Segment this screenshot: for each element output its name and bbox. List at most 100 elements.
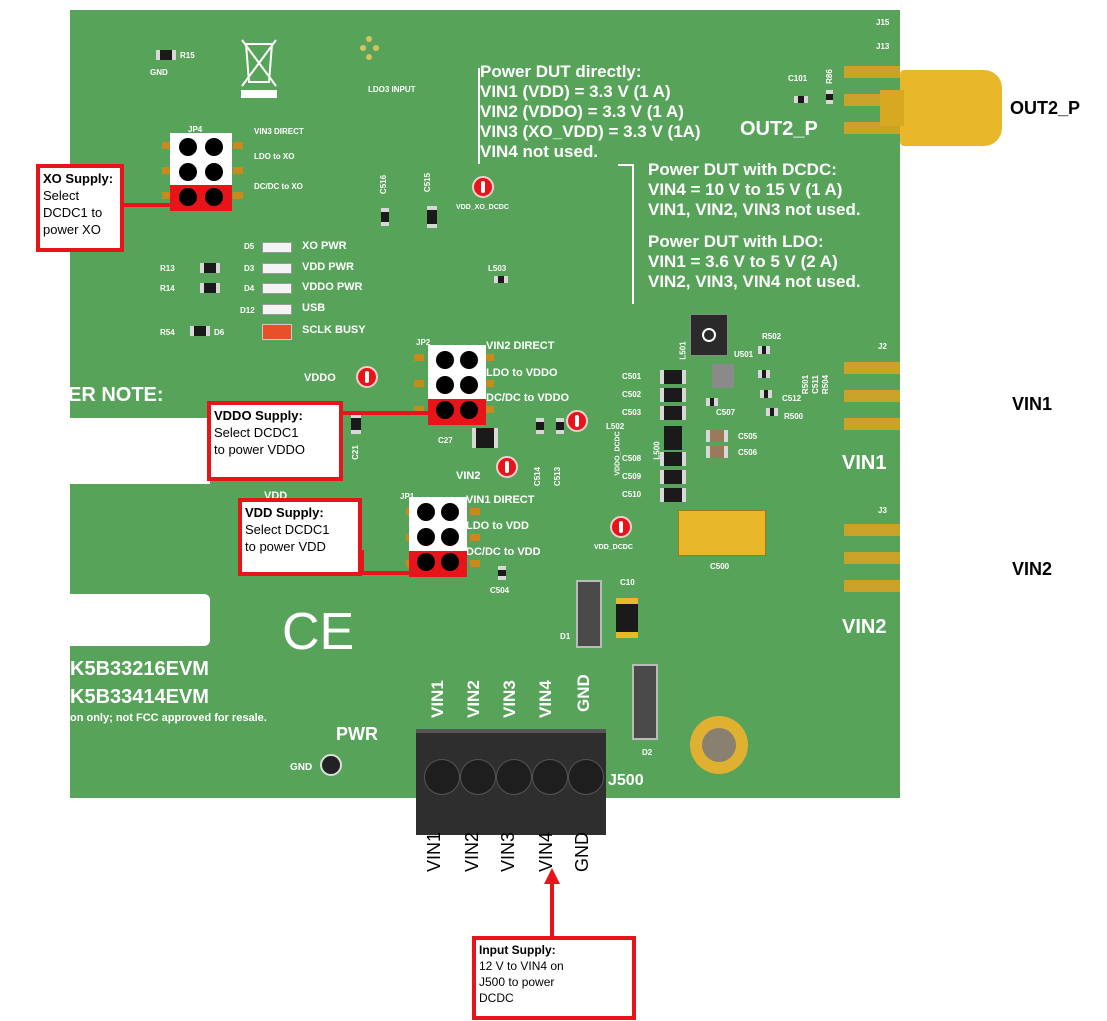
sma-connector-body: [880, 90, 904, 126]
silk-ldo-to-vddo: LDO to VDDO: [486, 367, 558, 379]
silk-c514: C514: [533, 466, 543, 487]
note-line: VIN2, VIN3, VIN4 not used.: [648, 272, 861, 291]
jumper-jp4: [170, 133, 232, 211]
silk-c511: C511: [810, 375, 820, 394]
silk-c515: C515: [423, 172, 433, 193]
note-line: Power DUT directly:: [480, 62, 642, 81]
led-vdd-pwr: [262, 263, 292, 274]
note-line: VIN2 (VDDO) = 3.3 V (1 A): [480, 102, 684, 121]
via: [366, 36, 372, 42]
test-point-vddo-dcdc: [566, 410, 588, 432]
capacitor-c503: [660, 406, 686, 420]
arrow-up-icon: [544, 868, 560, 940]
silk-j2: J2: [878, 342, 887, 351]
jumper-pin: [441, 528, 459, 546]
note-line: VIN1, VIN2, VIN3 not used.: [648, 200, 861, 219]
sma-connector-out2-p: [900, 70, 1002, 146]
silk-dcdc-to-vddo: DC/DC to VDDO: [486, 392, 570, 404]
led-sclk-busy: [262, 324, 292, 340]
silk-vin2-direct: VIN2 DIRECT: [486, 340, 555, 352]
silk-c516: C516: [379, 174, 389, 195]
silk-r501: R501: [801, 374, 811, 395]
note-line: VIN1 (VDD) = 3.3 V (1 A): [480, 82, 671, 101]
jumper-pin: [460, 401, 478, 419]
jumper-pad: [233, 167, 243, 174]
capacitor-c502: [660, 388, 686, 402]
silk-d2: D2: [642, 748, 653, 757]
terminal-screw: [496, 759, 532, 795]
callout-input-supply: Input Supply: 12 V to VIN4 on J500 to po…: [472, 936, 636, 1020]
capacitor-c515: [427, 206, 437, 228]
silk-r54: R54: [160, 328, 175, 337]
block-pin-label: VIN3: [500, 680, 519, 718]
silk-usb: USB: [302, 302, 326, 314]
silk-j3: J3: [878, 506, 887, 515]
edge-connector-pad: [844, 362, 900, 374]
label-area-bottom: [70, 594, 210, 646]
pin-label-gnd: GND: [572, 832, 592, 872]
via: [373, 45, 379, 51]
silk-sclk-busy: SCLK BUSY: [302, 324, 366, 336]
silk-dcdc-to-vdd: DC/DC to VDD: [466, 546, 541, 558]
silk-u501: U501: [734, 350, 754, 359]
silk-model1: K5B33216EVM: [70, 658, 209, 680]
test-point-vddo: [356, 366, 378, 388]
silk-c513: C513: [553, 466, 563, 487]
callout-title: Input Supply:: [479, 943, 556, 957]
silk-vddo: VDDO: [304, 372, 336, 384]
callout-leader: [340, 411, 430, 415]
callout-line: DCDC: [479, 991, 514, 1005]
resistor-r500: [766, 408, 778, 416]
diode-d1: [576, 580, 602, 648]
callout-leader: [120, 203, 172, 207]
capacitor-c504: [498, 566, 506, 580]
inductor-l501: [690, 314, 728, 356]
block-pin-label: VIN1: [428, 680, 447, 718]
jumper-jp2: [428, 345, 486, 425]
silk-c10: C10: [620, 578, 635, 587]
callout-line: to power VDDO: [214, 442, 306, 457]
jumper-pad: [414, 354, 424, 361]
mounting-hole: [702, 728, 736, 762]
resistor-r54: [190, 326, 210, 336]
silk-d6: D6: [214, 328, 225, 337]
capacitor-c509: [660, 470, 686, 484]
terminal-screw: [424, 759, 460, 795]
silk-er-note: ER NOTE:: [70, 384, 164, 406]
capacitor-c514: [536, 418, 544, 434]
jumper-pad: [470, 560, 480, 567]
led-usb: [262, 304, 292, 315]
jumper-pad: [233, 192, 243, 199]
jumper-pad: [470, 534, 480, 541]
silk-c510: C510: [622, 490, 642, 499]
inductor-l503: [494, 276, 508, 283]
label-out2-p: OUT2_P: [1010, 98, 1081, 118]
callout-xo-supply: XO Supply: Select DCDC1 to power XO: [36, 164, 124, 252]
jumper-pin: [205, 138, 223, 156]
label-vin2: VIN2: [1012, 559, 1053, 579]
jumper-pad: [414, 380, 424, 387]
jumper-pin: [436, 401, 454, 419]
callout-vdd-supply: VDD Supply: Select DCDC1 to power VDD: [238, 498, 362, 576]
diode-d2: [632, 664, 658, 740]
block-pin-label: GND: [574, 674, 593, 712]
callout-title: VDD Supply:: [245, 505, 324, 520]
terminal-screw: [532, 759, 568, 795]
jumper-pad: [162, 192, 172, 199]
silk-vin3-direct: VIN3 DIRECT: [254, 127, 304, 136]
jumper-pin: [460, 376, 478, 394]
silk-ldo-to-xo: LDO to XO: [254, 152, 295, 161]
silk-c512: C512: [782, 394, 802, 403]
pin-label-vin1: VIN1: [424, 831, 444, 872]
terminal-screw: [460, 759, 496, 795]
jumper-pin: [205, 163, 223, 181]
jumper-pin: [205, 188, 223, 206]
capacitor-c506: [706, 446, 728, 458]
via: [360, 45, 366, 51]
callout-line: Select DCDC1: [245, 522, 330, 537]
silk-r13: R13: [160, 264, 175, 273]
silk-out2-p: OUT2_P: [740, 118, 818, 140]
jumper-pin: [441, 553, 459, 571]
jumper-pin: [417, 528, 435, 546]
jumper-pin: [179, 188, 197, 206]
